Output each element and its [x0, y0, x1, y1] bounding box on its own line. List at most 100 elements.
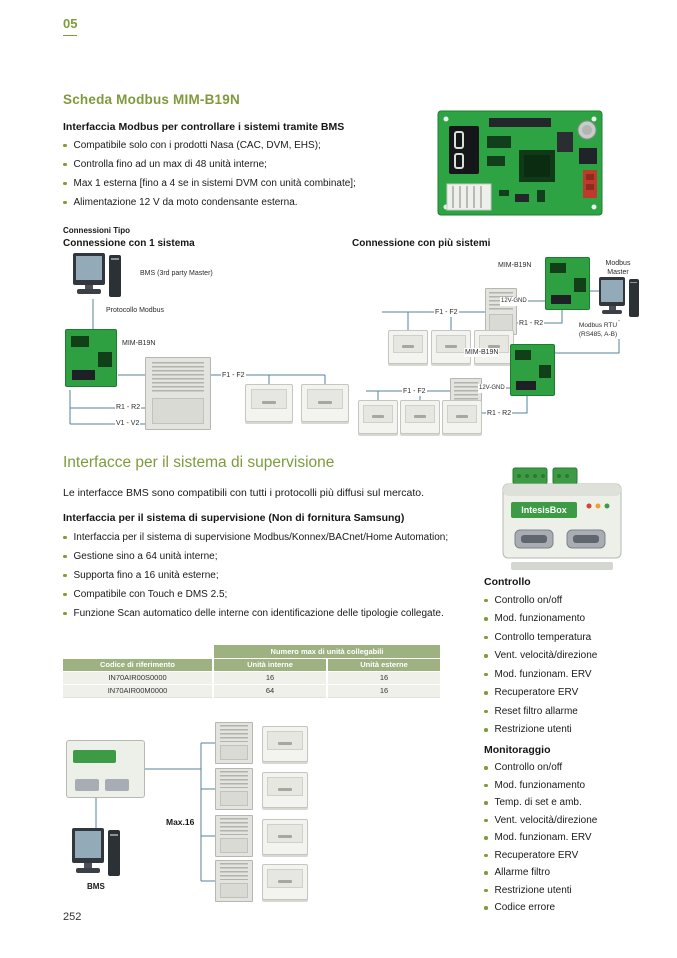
board-label: MIM-B19N: [464, 348, 500, 357]
code-cell: IN70AIR00S0000: [63, 671, 214, 685]
monitoraggio-item: Recuperatore ERV: [484, 847, 597, 865]
column-header: Unità esterne: [327, 658, 441, 672]
monitoraggio-item: Temp. di set e amb.: [484, 794, 597, 812]
table-row: IN70AIR00S0000 16 16: [63, 671, 441, 685]
bullet-icon: [63, 611, 67, 616]
board-label: MIM-B19N: [497, 261, 533, 270]
controllo-item: Mod. funzionam. ERV: [484, 665, 597, 684]
cassette-unit-icon: [388, 330, 428, 364]
bullet-icon: [484, 691, 488, 695]
supervision-intro: Le interfacce BMS sono compatibili con t…: [63, 487, 425, 499]
cassette-unit-icon: [442, 400, 482, 434]
outdoor-units-cell: 16: [327, 671, 441, 685]
chapter-number: 05: [63, 16, 78, 36]
cassette-unit-icon: [431, 330, 471, 364]
bullet-icon: [484, 871, 488, 875]
bullet-icon: [484, 853, 488, 857]
indoor-units-cell: 16: [213, 671, 328, 685]
supervision-feature-list: Interfaccia per il sistema di supervisio…: [63, 528, 448, 623]
bullet-icon: [484, 836, 488, 840]
board-label: MIM-B19N: [121, 339, 157, 348]
monitoraggio-item: Controllo on/off: [484, 759, 597, 777]
r1r2-label: R1 - R2: [486, 409, 513, 418]
intesisbox-gateway-icon: [66, 740, 145, 798]
outdoor-unit-icon: [215, 768, 253, 810]
outdoor-unit-icon: [215, 860, 253, 902]
page-number: 252: [63, 911, 82, 923]
controllo-text: Vent. velocità/direzione: [494, 650, 598, 662]
intesisbox-brand-text: IntesisBox: [521, 505, 567, 515]
cassette-unit-icon: [262, 726, 308, 762]
monitoraggio-item: Vent. velocità/direzione: [484, 812, 597, 830]
monitor-icon: [599, 277, 626, 307]
controllo-text: Restrizione utenti: [494, 724, 572, 736]
mim-b19n-board-icon: [65, 329, 117, 387]
diagram-supervision-network: BMS Max.16: [63, 712, 313, 912]
bullet-icon: [484, 801, 488, 805]
cassette-unit-icon: [400, 400, 440, 434]
bullet-icon: [484, 783, 488, 787]
monitoraggio-text: Temp. di set e amb.: [494, 797, 582, 809]
feature-item: Compatibile solo con i prodotti Nasa (CA…: [63, 136, 356, 155]
pc-tower-icon: [108, 254, 121, 298]
feature-item: Funzione Scan automatico delle interne c…: [63, 604, 448, 623]
mim-b19n-board-icon: [510, 344, 555, 396]
cassette-unit-icon: [301, 384, 349, 422]
feature-text: Max 1 esterna [fino a 4 se in sistemi DV…: [73, 178, 356, 189]
cassette-unit-icon: [245, 384, 293, 422]
bullet-icon: [484, 888, 488, 892]
feature-item: Interfaccia per il sistema di supervisio…: [63, 528, 448, 547]
feature-text: Compatibile con Touch e DMS 2.5;: [73, 589, 228, 600]
f1f2-label: F1 - F2: [434, 308, 459, 317]
feature-text: Alimentazione 12 V da moto condensante e…: [73, 197, 298, 208]
monitor-icon: [73, 253, 105, 286]
table-header-row: Codice di riferimento Unità interne Unit…: [63, 658, 441, 672]
bullet-icon: [63, 573, 67, 578]
monitoraggio-item: Mod. funzionamento: [484, 777, 597, 795]
diagram-multi-system: MIM-B19N Modbus Master F1 - F2 12V-GND R…: [352, 253, 644, 435]
monitoraggio-text: Controllo on/off: [494, 762, 563, 774]
modbus-feature-list: Compatibile solo con i prodotti Nasa (CA…: [63, 136, 356, 212]
f1f2-label: F1 - F2: [221, 371, 246, 380]
monitoraggio-text: Recuperatore ERV: [494, 849, 579, 861]
monitoraggio-text: Mod. funzionam. ERV: [494, 832, 592, 844]
feature-item: Gestione sino a 64 unità interne;: [63, 547, 448, 566]
controllo-item: Controllo on/off: [484, 591, 597, 610]
bullet-icon: [484, 766, 488, 770]
controllo-text: Mod. funzionamento: [494, 613, 586, 625]
cassette-unit-icon: [262, 772, 308, 808]
monitoraggio-text: Restrizione utenti: [494, 884, 572, 896]
max-units-label: Max.16: [164, 817, 197, 827]
bullet-icon: [484, 635, 488, 639]
mim-b19n-board-icon: [545, 257, 590, 310]
diagram-single-system: BMS (3rd party Master) Protocollo Modbus…: [63, 253, 355, 435]
gateway-photo: IntesisBox: [497, 462, 627, 579]
bullet-icon: [484, 818, 488, 822]
controllo-item: Mod. funzionamento: [484, 610, 597, 629]
feature-text: Interfaccia per il sistema di supervisio…: [73, 532, 449, 543]
monitor-icon: [72, 828, 104, 863]
controllo-item: Vent. velocità/direzione: [484, 647, 597, 666]
v1v2-label: V1 - V2: [115, 419, 141, 428]
outdoor-unit-icon: [215, 722, 253, 764]
bullet-icon: [484, 598, 488, 602]
outdoor-units-cell: 16: [327, 684, 441, 698]
cassette-unit-icon: [262, 864, 308, 900]
outdoor-unit-icon: [215, 815, 253, 857]
outdoor-unit-icon: [485, 288, 517, 335]
protocol-label: Protocollo Modbus: [105, 306, 165, 315]
feature-item: Compatibile con Touch e DMS 2.5;: [63, 585, 448, 604]
controllo-text: Controllo temperatura: [494, 631, 592, 643]
controllo-item: Controllo temperatura: [484, 628, 597, 647]
connection-wires: [95, 742, 215, 882]
modbus-board-photo: [437, 110, 603, 221]
controllo-text: Recuperatore ERV: [494, 687, 579, 699]
monitoraggio-text: Allarme filtro: [494, 867, 551, 879]
feature-text: Controlla fino ad un max di 48 unità int…: [73, 159, 267, 170]
bullet-icon: [484, 906, 488, 910]
pc-tower-icon: [628, 278, 639, 318]
monitoraggio-item: Codice errore: [484, 899, 597, 917]
feature-item: Alimentazione 12 V da moto condensante e…: [63, 193, 356, 212]
